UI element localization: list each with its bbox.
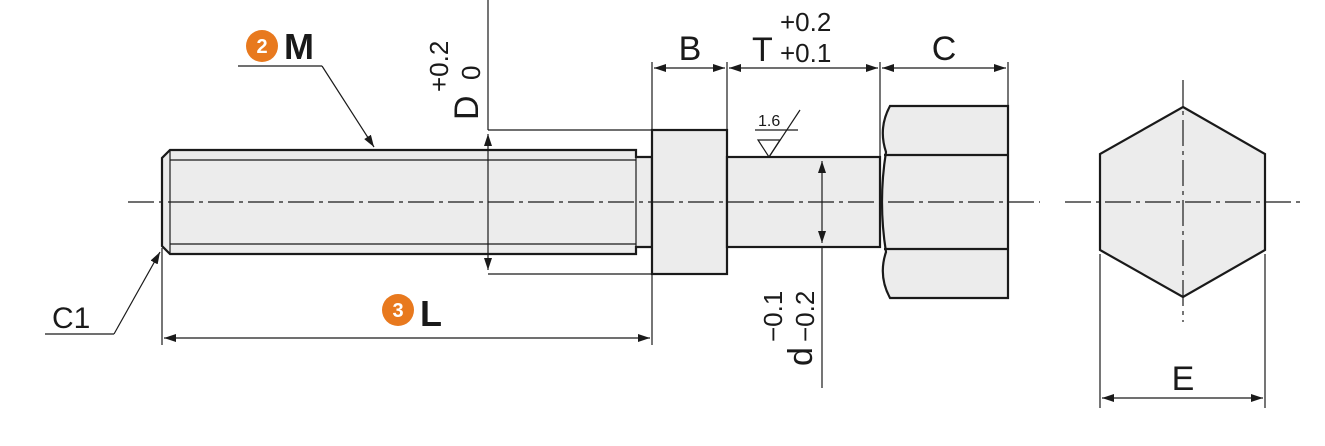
badge-3-icon	[382, 294, 414, 326]
side-view	[128, 104, 1040, 300]
label-l: L	[420, 293, 442, 334]
label-c: C	[932, 30, 957, 68]
label-d-upper: D	[448, 95, 486, 120]
dimension-lines	[45, 0, 1266, 408]
tolerance-d-upper: +0.2	[424, 41, 454, 92]
end-view	[1065, 80, 1300, 322]
labels: 2 M 3 L C1 B C E T +0.2 +0.1 D +0.2 0 d …	[52, 7, 1194, 398]
label-c1: C1	[52, 302, 90, 335]
badge-number-m: 2	[256, 36, 267, 58]
label-b: B	[679, 30, 702, 68]
label-e: E	[1172, 360, 1195, 398]
label-t: T	[752, 31, 773, 69]
roughness-value: 1.6	[758, 113, 780, 130]
tolerance-d-small-upper: −0.1	[758, 291, 788, 342]
tolerance-t-upper: +0.2	[780, 7, 831, 37]
badge-number-l: 3	[392, 300, 403, 322]
badge-2-icon	[246, 30, 278, 62]
tolerance-t-lower: +0.1	[780, 38, 831, 68]
label-m: M	[284, 26, 314, 67]
tolerance-d-small-lower: −0.2	[790, 291, 820, 342]
label-d-lower: d	[782, 347, 820, 366]
tolerance-d-lower: 0	[456, 66, 486, 80]
